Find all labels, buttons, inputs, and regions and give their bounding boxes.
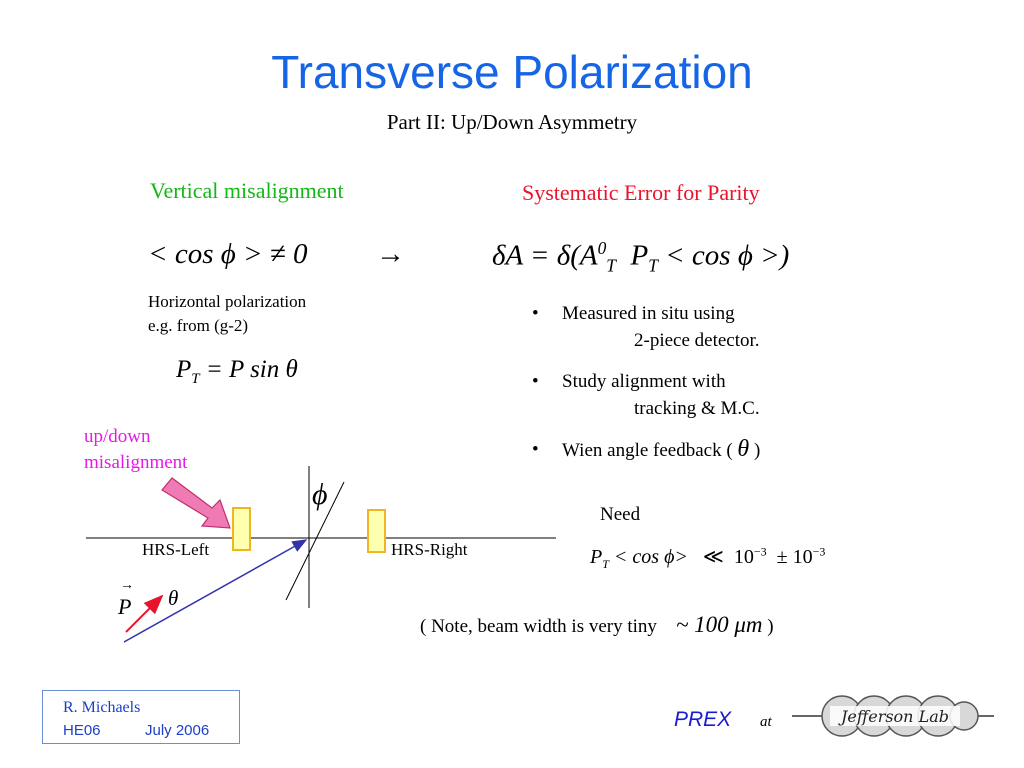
conference-name: HE06 <box>63 722 101 739</box>
tilted-line <box>285 481 345 601</box>
need-expression: PT < cos ϕ> ≪ 10−3 ± 10−3 <box>590 544 826 571</box>
svg-text:Jefferson Lab: Jefferson Lab <box>838 707 949 726</box>
slide-subtitle: Part II: Up/Down Asymmetry <box>386 110 638 134</box>
prex-label: PREX <box>674 708 732 731</box>
phi-symbol: ϕ <box>312 478 328 511</box>
conference-date: July 2006 <box>145 722 210 739</box>
author-box: R. Michaels HE06 July 2006 <box>42 690 240 744</box>
updown-label-line2: misalignment <box>84 452 188 473</box>
p-vector-label: P <box>118 594 132 619</box>
delta-a-equation: δA = δ(A0T PT < cos ϕ >) <box>492 238 790 276</box>
vertical-misalignment-heading: Vertical misalignment <box>150 178 344 203</box>
beam-arrow <box>123 539 308 643</box>
hrs-right-detector <box>367 509 386 553</box>
author-name: R. Michaels <box>63 699 141 716</box>
bullet-measured: • Measured in situ using 2-piece detecto… <box>532 303 760 351</box>
misalignment-pointer-arrow <box>161 477 231 529</box>
cos-phi-inequality: < cos ϕ > ≠ 0 <box>148 238 308 270</box>
pt-equation: PT = P sin θ <box>176 356 298 387</box>
bullet-list: • Measured in situ using 2-piece detecto… <box>532 300 832 478</box>
horizontal-polarization-note: Horizontal polarization <box>148 292 307 311</box>
g2-note: e.g. from (g-2) <box>148 316 249 335</box>
implies-arrow: → <box>376 238 405 270</box>
hrs-left-label: HRS-Left <box>142 540 210 559</box>
need-label: Need <box>600 504 641 525</box>
hrs-left-detector <box>232 507 251 551</box>
systematic-error-heading: Systematic Error for Parity <box>522 180 760 205</box>
hrs-right-label: HRS-Right <box>391 540 468 559</box>
slide-title: Transverse Polarization <box>271 46 753 98</box>
theta-symbol: θ <box>168 586 179 610</box>
updown-label-line1: up/down <box>84 426 151 447</box>
bullet-wien: • Wien angle feedback ( θ ) <box>532 436 761 462</box>
at-label: at <box>760 714 772 730</box>
beam-width-note: ( Note, beam width is very tiny ~ 100 μm… <box>420 612 774 637</box>
bullet-study: • Study alignment with tracking & M.C. <box>532 371 760 419</box>
vector-arrow-accent: → <box>120 578 134 593</box>
p-vector-arrow <box>125 594 164 633</box>
